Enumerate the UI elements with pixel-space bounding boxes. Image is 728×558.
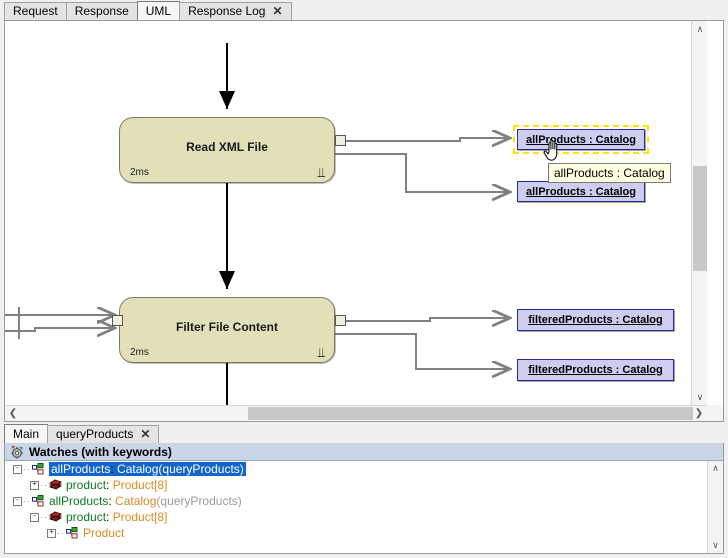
tab-label: queryProducts — [56, 426, 133, 443]
tab-uml[interactable]: UML — [137, 1, 180, 20]
watch-row-text: Product — [83, 526, 124, 540]
tab-response[interactable]: Response — [66, 2, 138, 20]
activity-block-read-xml-file[interactable]: Read XML File 2ms ⫫ — [119, 117, 335, 183]
tab-label: Response — [75, 3, 129, 20]
tab-close-icon[interactable]: ✕ — [140, 430, 150, 439]
watch-var-name: product — [66, 478, 106, 492]
scroll-up-arrow-icon[interactable]: ∧ — [708, 461, 723, 476]
tab-main[interactable]: Main — [4, 424, 48, 443]
scrollbar-corner — [707, 405, 723, 421]
tree-connector: ·· — [22, 464, 32, 474]
block-duration: 2ms — [130, 347, 149, 358]
stack-icon — [49, 479, 63, 491]
watch-var-type: Product — [83, 526, 124, 540]
watch-var-type: Product[8] — [113, 510, 168, 524]
watch-var-type: Product[8] — [113, 478, 168, 492]
tree-connector: ·· — [39, 480, 49, 490]
watches-vertical-scrollbar[interactable]: ∧ ∨ — [707, 461, 723, 553]
diagram-vertical-scrollbar[interactable]: ∧ ∨ — [691, 21, 707, 405]
scroll-down-arrow-icon[interactable]: ∨ — [708, 538, 723, 553]
watch-row-text: product: Product[8] — [66, 478, 167, 492]
watch-var-name: allProducts — [49, 494, 108, 508]
tab-queryproducts[interactable]: queryProducts ✕ — [47, 425, 159, 443]
watch-var-name: allProducts — [51, 462, 110, 476]
scroll-up-arrow-icon[interactable]: ∧ — [692, 21, 707, 37]
output-port-top[interactable] — [335, 135, 346, 146]
collapse-icon[interactable]: - — [13, 465, 22, 474]
tab-label: UML — [146, 2, 171, 20]
object-node-label: filteredProducts : Catalog — [528, 314, 662, 326]
expand-icon[interactable]: + — [30, 481, 39, 490]
object-node-label: filteredProducts : Catalog — [528, 364, 662, 376]
scroll-down-arrow-icon[interactable]: ∨ — [692, 389, 707, 405]
tree-connector: ·· — [56, 528, 66, 538]
watch-var-name: product — [66, 510, 106, 524]
output-port-top[interactable] — [335, 315, 346, 326]
tab-label: Request — [13, 3, 58, 20]
diagram-horizontal-scrollbar[interactable]: ❮ ❯ — [5, 405, 707, 421]
watch-var-context: (queryProducts) — [158, 462, 243, 476]
top-tab-bar: Request Response UML Response Log ✕ — [0, 0, 728, 20]
tab-request[interactable]: Request — [4, 2, 67, 20]
watches-title: Watches (with keywords) — [29, 445, 172, 459]
watch-row-text: allProducts: Catalog(queryProducts) — [49, 462, 246, 476]
object-node-allproducts[interactable]: allProducts : Catalog — [517, 181, 645, 202]
scroll-right-arrow-icon[interactable]: ❯ — [691, 406, 707, 421]
watch-tree-row[interactable]: -·· product: Product[8] — [5, 509, 707, 525]
tab-close-icon[interactable]: ✕ — [272, 7, 282, 16]
watch-var-type: Catalog — [115, 494, 156, 508]
scroll-left-arrow-icon[interactable]: ❮ — [5, 406, 21, 421]
class-icon — [32, 463, 46, 475]
scrollbar-thumb[interactable] — [248, 407, 693, 420]
uml-diagram-canvas[interactable]: Read XML File 2ms ⫫ Filter File Content … — [5, 21, 707, 405]
scrollbar-thumb[interactable] — [693, 166, 707, 271]
input-port-left[interactable] — [112, 315, 123, 326]
top-tabs-container: Request Response UML Response Log ✕ — [4, 1, 291, 20]
watch-tree-row[interactable]: -·· allProducts: Catalog(queryProducts) — [5, 461, 707, 477]
block-trace-icon: ⫫ — [318, 166, 325, 179]
watch-var-context: (queryProducts) — [156, 494, 241, 508]
diagram-wires — [5, 21, 707, 405]
tab-response-log[interactable]: Response Log ✕ — [179, 2, 291, 20]
collapse-icon[interactable]: - — [30, 513, 39, 522]
block-duration: 2ms — [130, 167, 149, 178]
tab-label: Response Log — [188, 3, 265, 20]
watch-tree-row[interactable]: +·· product: Product[8] — [5, 477, 707, 493]
class-icon — [66, 527, 80, 539]
watch-tree-row[interactable]: -·· allProducts: Catalog(queryProducts) — [5, 493, 707, 509]
watches-header: Watches (with keywords) — [5, 443, 723, 461]
object-node-filteredproducts-2[interactable]: filteredProducts : Catalog — [517, 359, 674, 381]
watch-separator: : — [106, 510, 113, 524]
watch-row-text: product: Product[8] — [66, 510, 167, 524]
activity-block-filter-file-content[interactable]: Filter File Content 2ms ⫫ — [119, 297, 335, 363]
block-title: Read XML File — [120, 140, 334, 154]
tab-label: Main — [13, 425, 39, 443]
bottom-tab-bar: Main queryProducts ✕ — [4, 424, 158, 443]
collapse-icon[interactable]: - — [13, 497, 22, 506]
block-trace-icon: ⫫ — [318, 346, 325, 359]
tree-connector: ·· — [22, 496, 32, 506]
watches-panel: Watches (with keywords) -··allProducts: … — [4, 443, 724, 554]
watches-tree[interactable]: -··allProducts: Catalog(queryProducts)+·… — [5, 461, 707, 553]
watch-tree-row[interactable]: +·· Product — [5, 525, 707, 541]
object-node-filteredproducts-1[interactable]: filteredProducts : Catalog — [517, 309, 674, 331]
block-title: Filter File Content — [120, 320, 334, 334]
object-node-label: allProducts : Catalog — [526, 134, 636, 146]
uml-diagram-panel: Read XML File 2ms ⫫ Filter File Content … — [4, 20, 724, 422]
stack-icon — [49, 511, 63, 523]
tree-connector: ·· — [39, 512, 49, 522]
watch-separator: : — [106, 478, 113, 492]
class-icon — [32, 495, 46, 507]
object-node-allproducts-selected[interactable]: allProducts : Catalog — [517, 129, 645, 150]
object-node-tooltip: allProducts : Catalog — [548, 163, 671, 183]
expand-icon[interactable]: + — [47, 529, 56, 538]
object-node-label: allProducts : Catalog — [526, 186, 636, 198]
watches-gear-icon — [10, 445, 24, 459]
watch-row-text: allProducts: Catalog(queryProducts) — [49, 494, 242, 508]
watch-var-type: Catalog — [117, 462, 158, 476]
